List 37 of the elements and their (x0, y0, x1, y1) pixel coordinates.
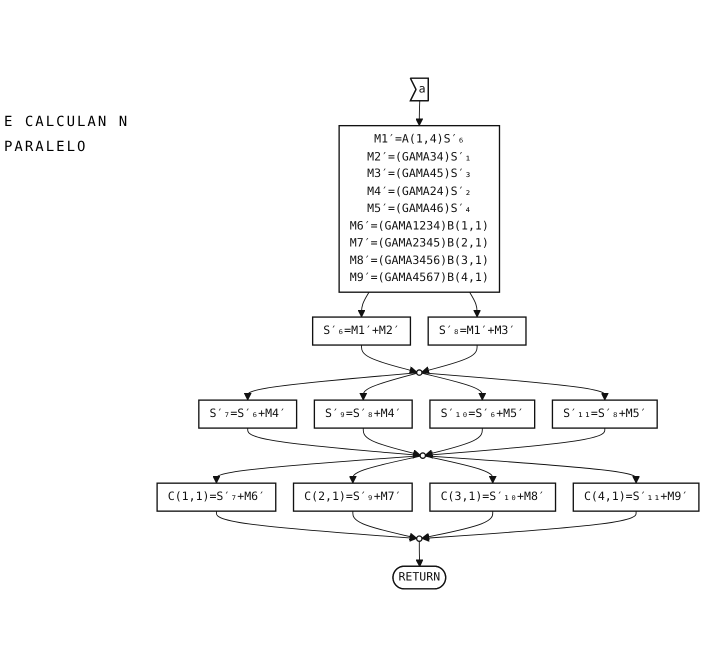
arrow (361, 344, 418, 374)
arrow (421, 372, 486, 400)
node-circle (416, 369, 423, 376)
arrow (359, 372, 418, 400)
arrow (247, 428, 420, 459)
arrow (425, 455, 640, 484)
arrow (422, 510, 637, 542)
node-box: S′₆=M1′+M2′ (312, 316, 412, 346)
node-box: C(4,1)=S′₁₁+M9′ (572, 482, 700, 512)
arrow (425, 428, 483, 458)
arrow (415, 100, 424, 126)
arrow (422, 344, 478, 374)
node-box: S′₈=M1′+M3′ (428, 316, 527, 346)
node-box: C(1,1)=S′₇+M6′ (156, 482, 276, 512)
node-box: C(2,1)=S′₉+M7′ (292, 482, 413, 512)
arrow (422, 372, 609, 400)
arrow (348, 456, 421, 484)
note-text: E CALCULAN N PARALELO (4, 113, 130, 158)
node-box: C(3,1)=S′₁₀+M8′ (429, 482, 556, 512)
node-box: M1′=A(1,4)S′₆ M2′=(GAMA34)S′₁ M3′=(GAMA45)S′₃ M4′=(GAMA24)S′₂ M5′=(GAMA46)S′₄ M6′=(GAMA1234)B(1,1) M7′=(GAMA2345)B(2,1) M8′=(GAMA3456)B(3,1) M9′=(GAMA4567)B(4,1) (338, 125, 500, 293)
arrow (216, 510, 417, 542)
arrow (244, 372, 418, 400)
node-box: S′₉=S′₈+M4′ (314, 399, 413, 429)
arrow (352, 510, 418, 540)
node-box: S′₇=S′₆+M4′ (198, 399, 298, 429)
arrow (469, 292, 481, 318)
arrow (212, 455, 421, 484)
node-circle (416, 535, 423, 542)
node-circle (419, 452, 426, 459)
arrow (416, 540, 424, 568)
arrow (422, 510, 494, 541)
arrow (362, 428, 421, 458)
arrow (425, 428, 606, 459)
node-box: S′₁₁=S′₈+M5′ (552, 399, 658, 429)
node-box: S′₁₀=S′₆+M5′ (429, 399, 536, 429)
arrow (358, 292, 370, 318)
arrow (424, 456, 497, 484)
